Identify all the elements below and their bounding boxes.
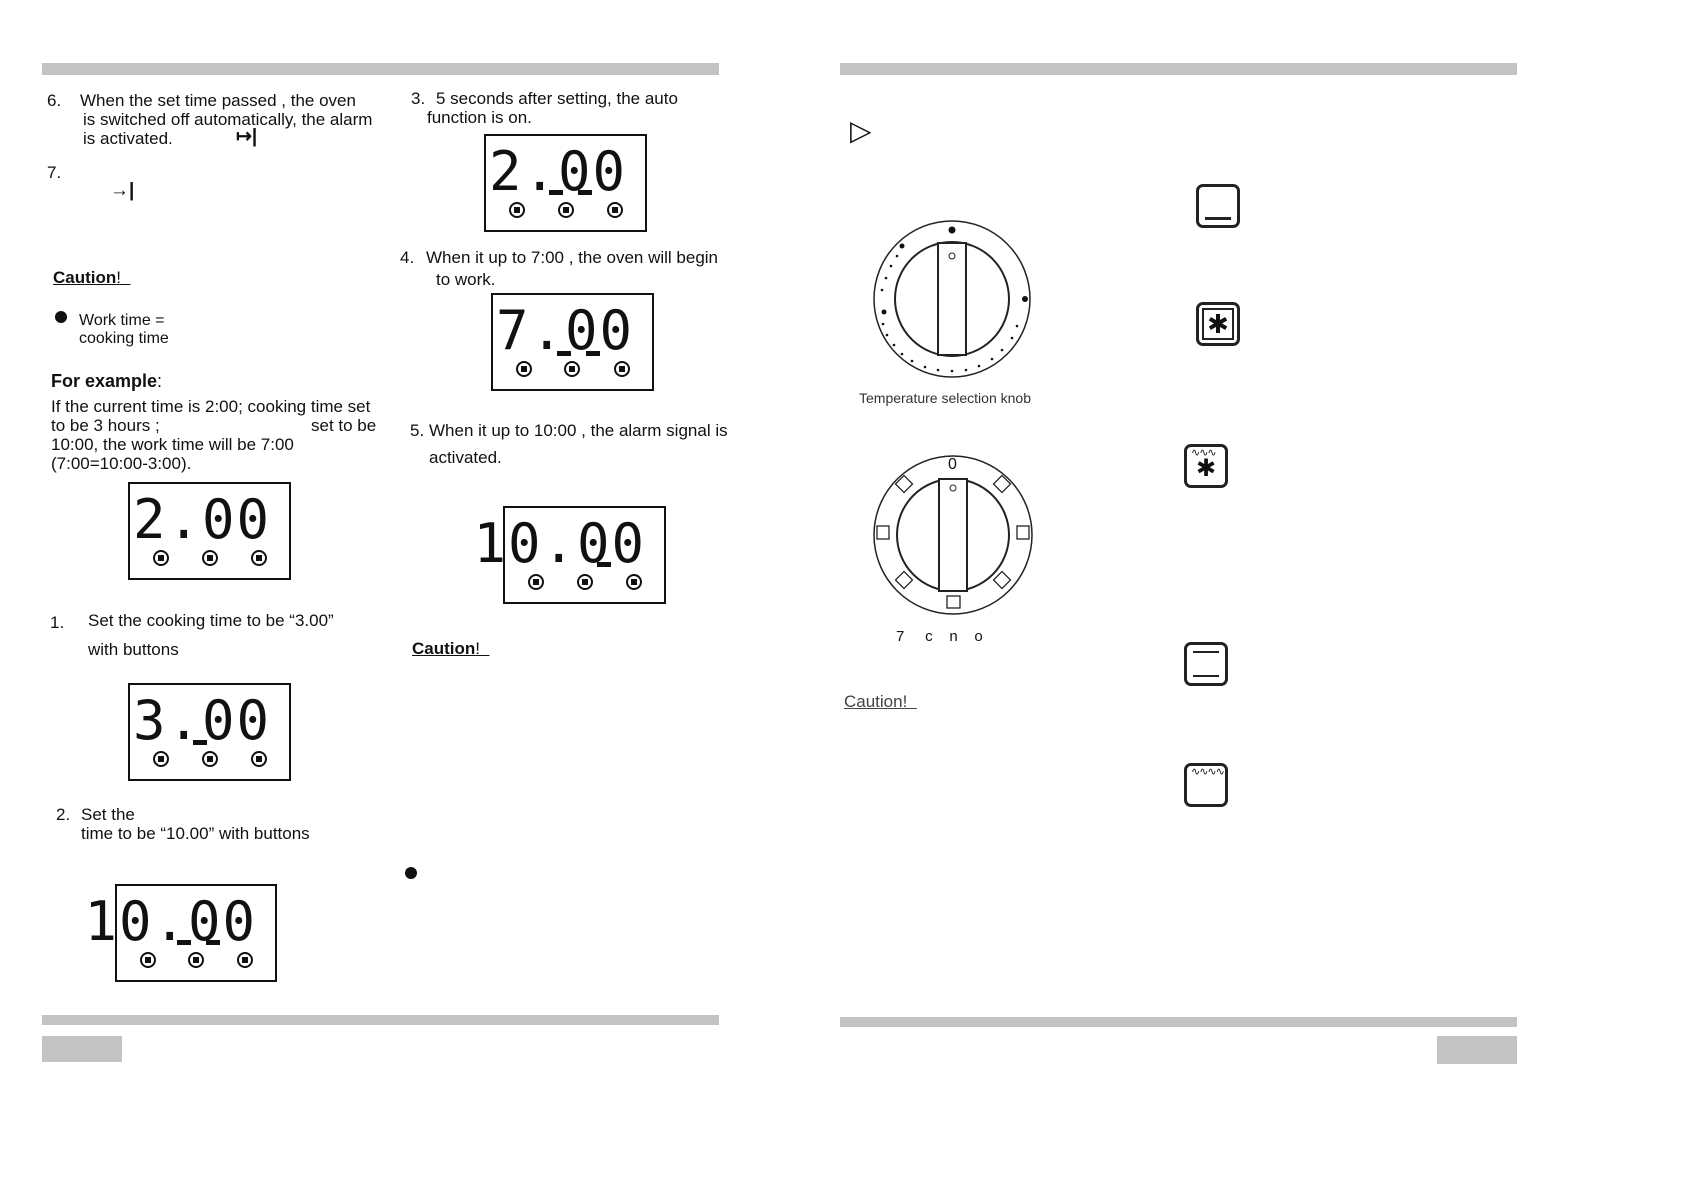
step1-line2: with buttons: [88, 640, 179, 659]
step2-line1: Set the: [81, 805, 135, 824]
lcd-button-icon: [607, 202, 623, 218]
bullet-line2: cooking time: [79, 330, 169, 347]
lcd-button-icon: [153, 550, 169, 566]
step1-number: 1.: [50, 613, 65, 632]
step1-line1: Set the cooking time to be “3.00”: [88, 611, 334, 630]
lcd-button-icon: [558, 202, 574, 218]
bullet-dot: [55, 311, 67, 323]
lcd-indicator: [177, 940, 191, 945]
step5-number: 5.: [410, 421, 425, 440]
section-arrow-icon: ▷: [850, 115, 872, 146]
lcd-digits: 10.00: [84, 890, 257, 953]
step7-number: 7.: [47, 163, 62, 182]
lcd-button-icon: [237, 952, 253, 968]
duration-icon: →|: [110, 180, 135, 201]
footer-bar-left: [42, 1015, 719, 1025]
caution-heading-3: Caution!: [844, 692, 908, 711]
example-heading: For example:: [51, 371, 163, 391]
conventional-heat-icon: [1196, 184, 1240, 228]
lcd-button-icon: [202, 751, 218, 767]
lcd-indicator: [549, 190, 563, 195]
end-time-icon: ↦|: [236, 126, 258, 147]
step4-line2: to work.: [436, 270, 496, 289]
lcd-button-icon: [516, 361, 532, 377]
header-bar-right: [840, 63, 1517, 75]
caution-heading-2: Caution!: [412, 639, 481, 658]
step6-line3: is activated.: [83, 129, 173, 148]
lcd-button-icon: [202, 550, 218, 566]
fan-glyph: ✱: [1207, 309, 1229, 339]
lcd-display-4: 2.00: [484, 134, 647, 232]
example-line3: 10:00, the work time will be 7:00: [51, 435, 294, 454]
bullet-dot-2: [405, 867, 417, 879]
lcd-indicator: [557, 351, 571, 356]
step3-number: 3.: [411, 89, 426, 108]
example-line4: (7:00=10:00-3:00).: [51, 454, 192, 473]
step6-number: 6.: [47, 91, 62, 110]
lcd-indicator: [586, 351, 600, 356]
lcd-button-icon: [188, 952, 204, 968]
lcd-digits: 2.00: [132, 488, 271, 551]
bullet-line1: Work time =: [79, 312, 165, 329]
lcd-button-icon: [626, 574, 642, 590]
step3-line1: 5 seconds after setting, the auto: [436, 89, 678, 108]
lcd-button-icon: [153, 751, 169, 767]
lcd-button-icon: [140, 952, 156, 968]
lcd-display-5: 7.00: [491, 293, 654, 391]
lcd-button-icon: [509, 202, 525, 218]
step4-number: 4.: [400, 248, 415, 267]
temperature-knob-caption: Temperature selection knob: [859, 390, 1031, 406]
function-knob-zero: 0: [948, 456, 957, 473]
fan-grill-icon: ∿∿∿ ✱: [1184, 444, 1228, 488]
lcd-button-icon: [251, 751, 267, 767]
page-number-box-left: [42, 1036, 122, 1062]
step5-line1: When it up to 10:00 , the alarm signal i…: [429, 421, 728, 440]
lcd-button-icon: [614, 361, 630, 377]
example-line2b: set to be: [311, 416, 377, 435]
function-knob: [873, 455, 1033, 615]
lcd-digits: 7.00: [495, 299, 634, 362]
step2-number: 2.: [56, 805, 71, 824]
lcd-button-icon: [251, 550, 267, 566]
footer-bar-right: [840, 1017, 1517, 1027]
temperature-knob: [873, 220, 1031, 378]
lcd-indicator: [597, 562, 611, 567]
step6-line1: When the set time passed , the oven: [80, 91, 356, 110]
step6-line2: is switched off automatically, the alarm: [83, 110, 373, 129]
lcd-button-icon: [564, 361, 580, 377]
step5-line2: activated.: [429, 448, 502, 467]
lcd-display-3: 10.00: [84, 884, 277, 982]
top-bottom-heat-icon: [1184, 642, 1228, 686]
lcd-indicator: [578, 190, 592, 195]
function-knob-caption: 7 c n o: [896, 628, 983, 645]
caution-heading-1: Caution!: [53, 268, 122, 287]
grill-icon: ∿∿∿∿: [1184, 763, 1228, 807]
step2-line2: time to be “10.00” with buttons: [81, 824, 310, 843]
example-line2a: to be 3 hours ;: [51, 416, 160, 435]
step3-line2: function is on.: [427, 108, 532, 127]
header-bar-left: [42, 63, 719, 75]
step4-line1: When it up to 7:00 , the oven will begin: [426, 248, 719, 267]
lcd-indicator: [193, 740, 207, 745]
example-line1: If the current time is 2:00; cooking tim…: [51, 397, 371, 416]
page-number-box-right: [1437, 1036, 1517, 1064]
fan-icon: ✱: [1196, 302, 1240, 346]
lcd-display-1: 2.00: [128, 482, 291, 580]
fan-glyph: ✱: [1195, 455, 1217, 482]
lcd-button-icon: [528, 574, 544, 590]
lcd-display-6: 10.00: [473, 506, 666, 604]
lcd-display-2: 3.00: [128, 683, 291, 781]
lcd-button-icon: [577, 574, 593, 590]
lcd-digits: 10.00: [473, 512, 646, 575]
lcd-indicator: [206, 940, 220, 945]
